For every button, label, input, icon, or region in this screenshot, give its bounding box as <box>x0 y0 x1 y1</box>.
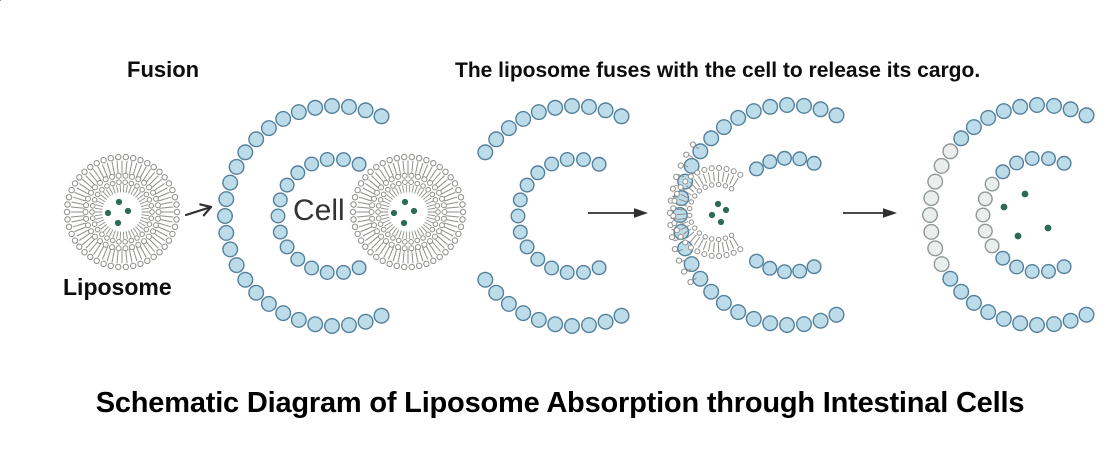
stage-3-fused-liposome-pocket <box>670 165 744 259</box>
stage-4-cell-membrane <box>0 0 1095 334</box>
approach-arrow-icon <box>184 203 213 217</box>
diagram-title: Schematic Diagram of Liposome Absorption… <box>95 387 1025 419</box>
stage-1-cell-membrane <box>0 0 390 335</box>
liposome-label: Liposome <box>63 274 172 300</box>
stage-1-liposome <box>63 153 181 271</box>
stage-2-cell-membrane <box>0 0 630 335</box>
cell-label: Cell <box>293 194 345 227</box>
stage-2-liposome <box>349 153 467 271</box>
stage-arrow-icon-2 <box>843 208 897 218</box>
stage-arrow-icon-1 <box>588 208 648 218</box>
fusion-label: Fusion <box>127 57 200 82</box>
stage-4-released-cargo <box>1000 190 1052 240</box>
description-label: The liposome fuses with the cell to rele… <box>455 59 981 82</box>
